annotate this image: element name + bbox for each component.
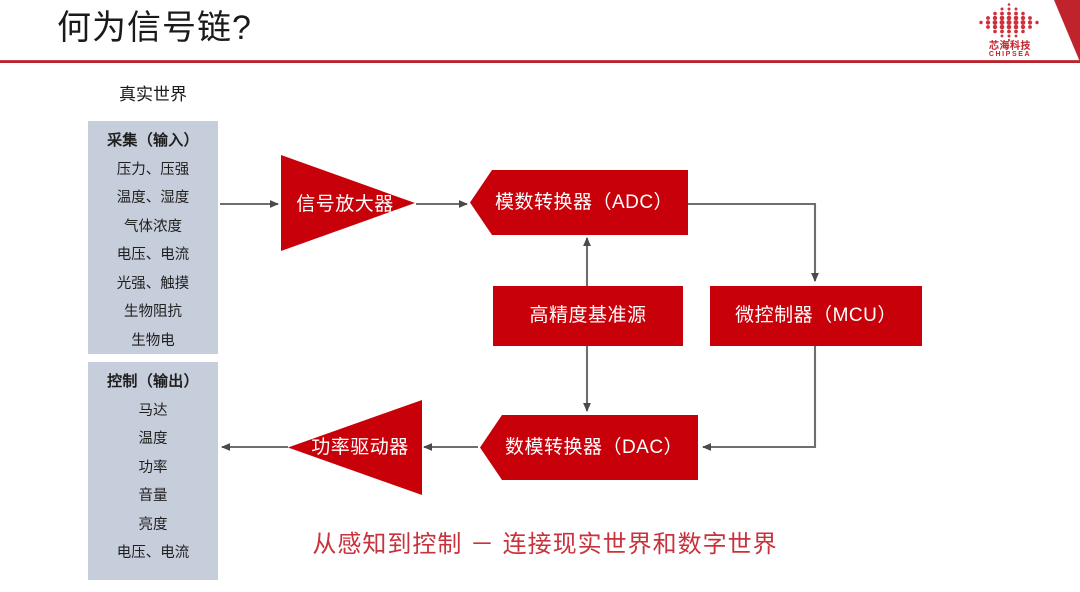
list-item: 光强、触摸 xyxy=(116,275,190,292)
header-divider xyxy=(0,60,1080,63)
edge-adc-to-mcu xyxy=(688,202,819,282)
output-panel-heading: 控制（输出） xyxy=(107,373,199,390)
brand-logo: 芯海科技 CHIPSEA xyxy=(962,0,1080,62)
node-adc-shape xyxy=(470,170,688,235)
node-adc-label: 模数转换器（ADC） xyxy=(494,192,674,213)
list-item: 气体浓度 xyxy=(124,218,182,235)
input-panel-list: 采集（输入） 压力、压强 温度、湿度 气体浓度 电压、电流 光强、触摸 生物阻抗… xyxy=(88,121,218,355)
node-dac-label: 数模转换器（DAC） xyxy=(504,437,684,458)
output-panel: 控制（输出） 马达 温度 功率 音量 亮度 电压、电流 xyxy=(88,362,218,580)
node-reference-source-shape xyxy=(493,286,683,346)
chipsea-diamond-icon xyxy=(979,3,1039,42)
list-item: 压力、压强 xyxy=(116,161,190,178)
edge-mcu-to-dac xyxy=(702,346,817,451)
logo-name-cn: 芯海科技 xyxy=(989,41,1031,52)
list-item: 音量 xyxy=(138,488,168,504)
list-item: 生物阻抗 xyxy=(124,304,182,320)
node-power-driver-shape xyxy=(288,400,422,495)
slide-header: 何为信号链? xyxy=(0,0,1080,63)
node-signal-amplifier-label: 信号放大器 xyxy=(296,194,394,215)
logo-name-en: CHIPSEA xyxy=(988,51,1032,58)
list-item: 功率 xyxy=(138,459,168,476)
node-signal-amplifier-shape xyxy=(281,155,415,251)
tagline: 从感知到控制 － 连接现实世界和数字世界 xyxy=(312,531,778,558)
node-reference-source-label: 高精度基准源 xyxy=(529,305,647,326)
list-item: 马达 xyxy=(138,402,168,419)
list-item: 生物电 xyxy=(131,332,175,349)
real-world-label: 真实世界 xyxy=(119,85,187,104)
node-mcu-shape xyxy=(710,286,922,346)
list-item: 温度、湿度 xyxy=(116,190,190,206)
header-divider-highlight xyxy=(0,60,1080,61)
node-power-driver-label: 功率驱动器 xyxy=(311,437,409,458)
node-dac-shape xyxy=(480,415,698,480)
output-panel-list: 控制（输出） 马达 温度 功率 音量 亮度 电压、电流 xyxy=(88,362,218,568)
list-item: 电压、电流 xyxy=(116,247,190,263)
list-item: 亮度 xyxy=(138,516,168,533)
input-panel-heading: 采集（输入） xyxy=(107,132,199,149)
node-mcu-label: 微控制器（MCU） xyxy=(735,305,897,326)
input-panel: 采集（输入） 压力、压强 温度、湿度 气体浓度 电压、电流 光强、触摸 生物阻抗… xyxy=(88,121,218,354)
list-item: 温度 xyxy=(138,431,168,447)
page-title: 何为信号链? xyxy=(57,9,252,47)
list-item: 电压、电流 xyxy=(116,545,190,561)
logo-corner-accent xyxy=(1054,0,1080,62)
